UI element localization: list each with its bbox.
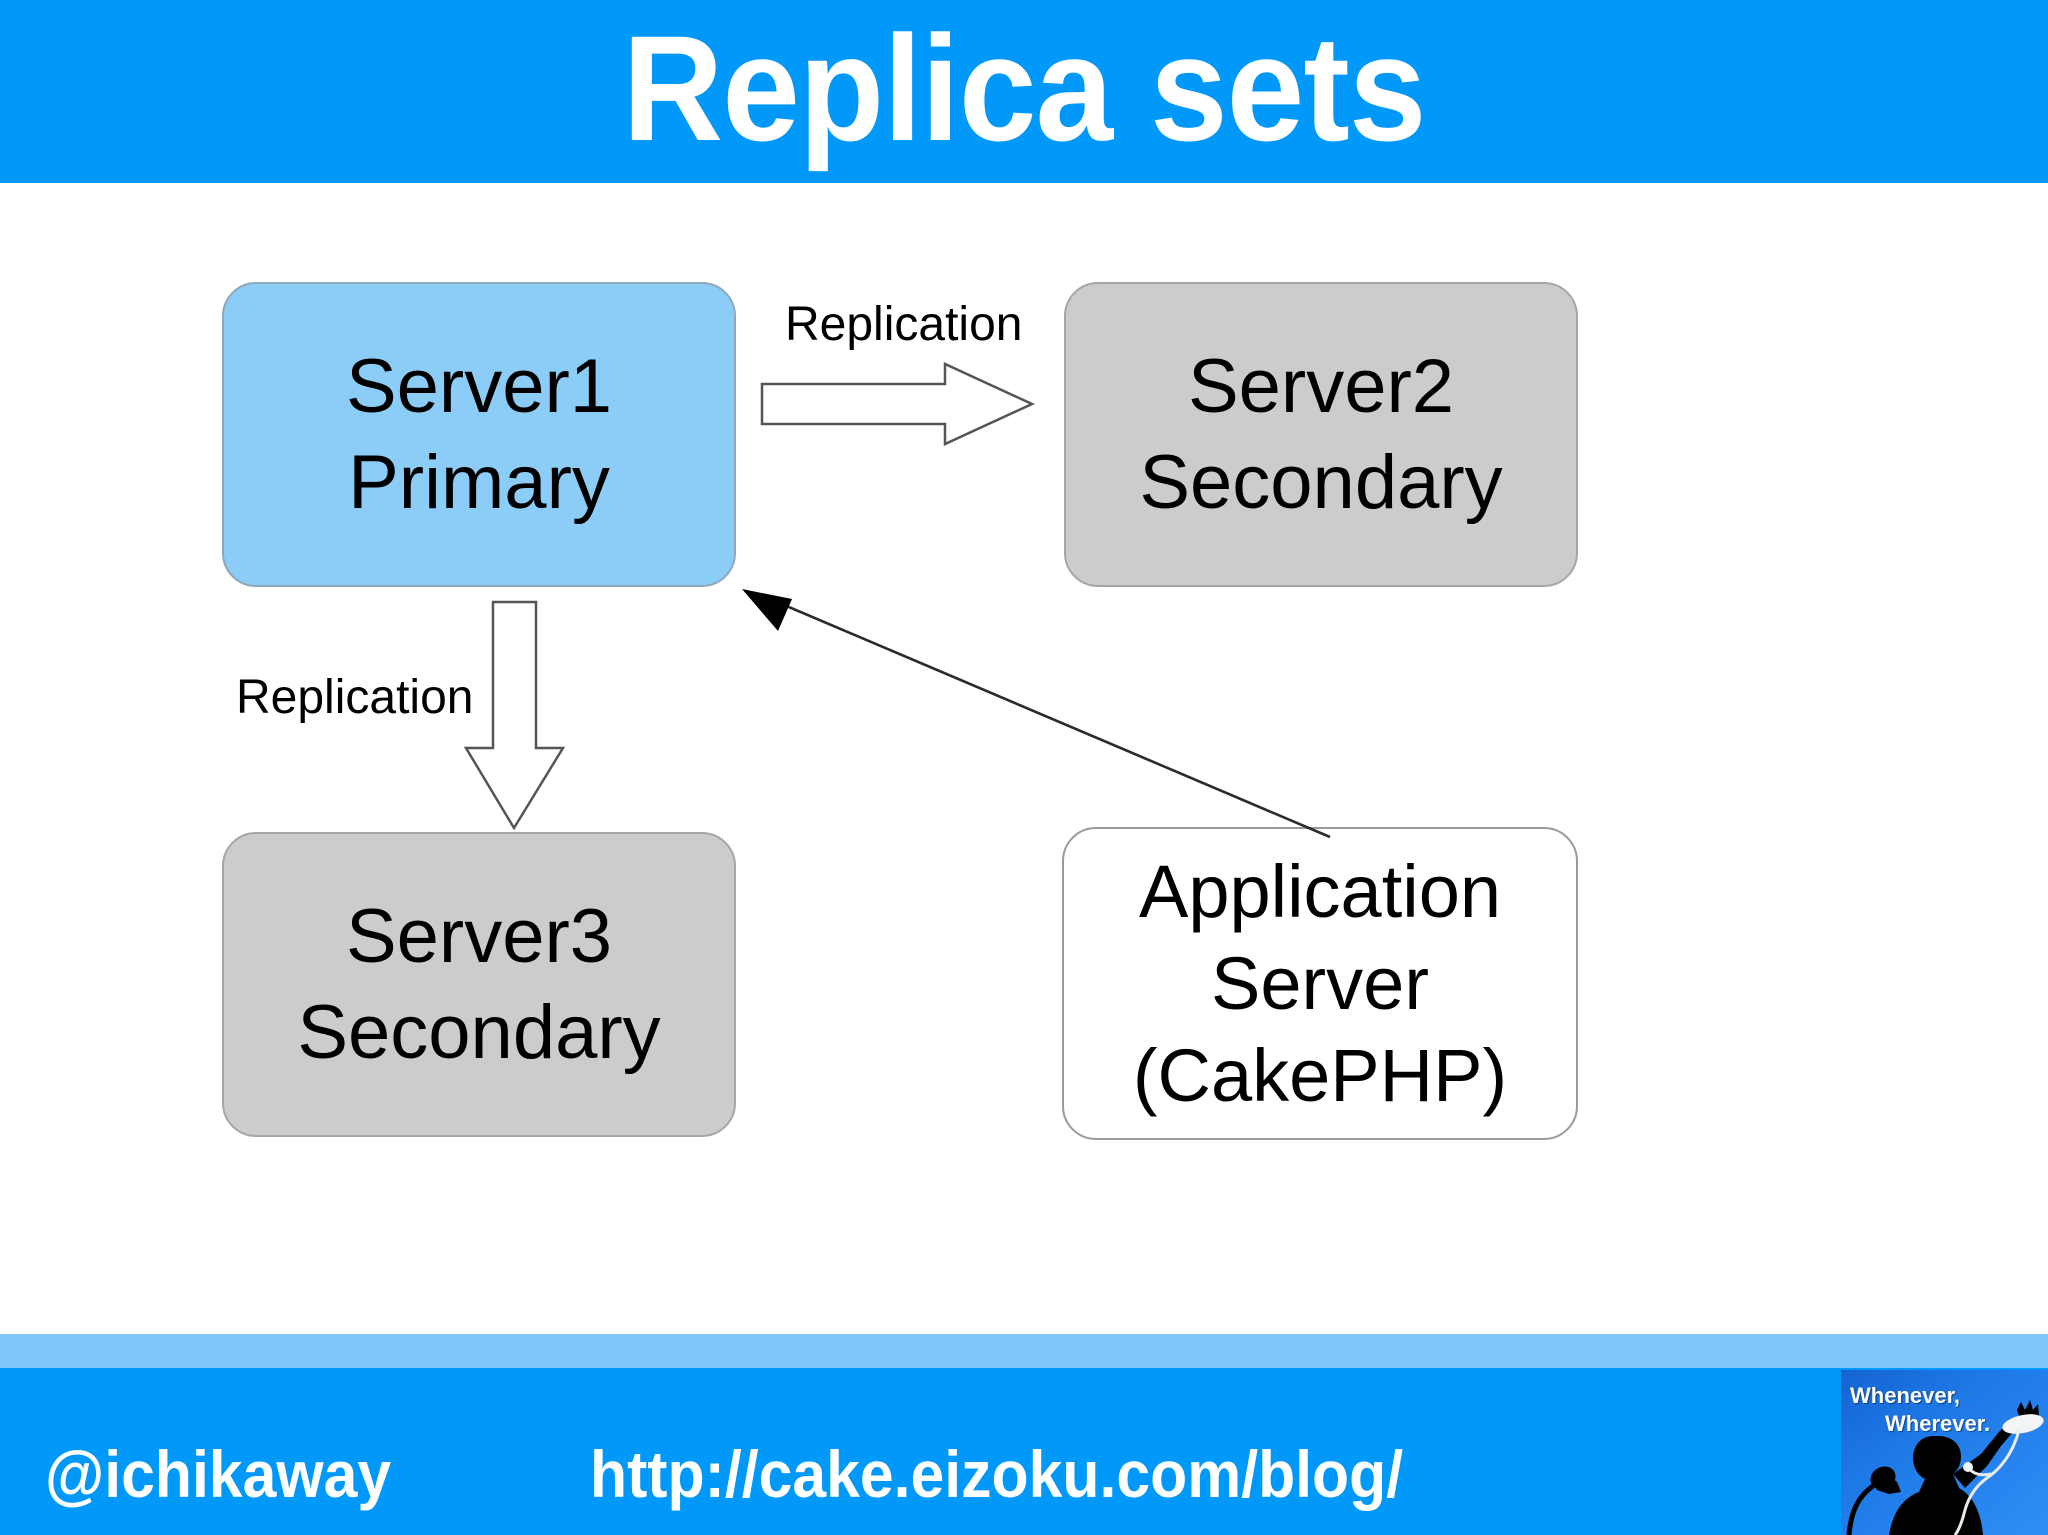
footer-twitter-handle[interactable]: @ichikaway — [45, 1437, 392, 1511]
singer-silhouette-icon — [1846, 1400, 2044, 1535]
node-server3-line2: Secondary — [297, 989, 661, 1075]
node-application-server[interactable]: Application Server (CakePHP) — [1062, 827, 1578, 1140]
header-band — [0, 0, 2048, 183]
app-to-primary-arrow-icon — [742, 589, 1331, 839]
node-appserver-line1: Application — [1138, 849, 1501, 933]
replication-arrow-down-icon — [463, 600, 566, 831]
footer-blog-url[interactable]: http://cake.eizoku.com/blog/ — [590, 1437, 1404, 1511]
footer-logo[interactable]: Whenever, Wherever. — [1841, 1370, 2048, 1535]
node-server3-line1: Server3 — [345, 893, 613, 979]
node-server2-line2: Secondary — [1139, 439, 1503, 525]
node-server1-primary[interactable]: Server1 Primary — [222, 282, 736, 587]
node-appserver-line3: (CakePHP) — [1132, 1033, 1508, 1117]
node-server1-line2: Primary — [348, 439, 610, 525]
edge-label-replication-horizontal: Replication — [785, 298, 1023, 351]
replication-arrow-right-icon — [760, 362, 1035, 446]
logo-tagline-line2: Wherever. — [1885, 1411, 1991, 1436]
footer-accent-strip — [0, 1334, 2048, 1368]
node-server2-line1: Server2 — [1187, 343, 1455, 429]
edge-label-replication-vertical: Replication — [236, 671, 474, 724]
node-server2-secondary[interactable]: Server2 Secondary — [1064, 282, 1578, 587]
node-server1-line1: Server1 — [345, 343, 613, 429]
node-server3-secondary[interactable]: Server3 Secondary — [222, 832, 736, 1137]
logo-tagline-line1: Whenever, — [1850, 1383, 1961, 1408]
footer-band — [0, 1368, 2048, 1535]
node-appserver-line2: Server — [1211, 941, 1429, 1025]
page-title: Replica sets — [622, 4, 1426, 172]
